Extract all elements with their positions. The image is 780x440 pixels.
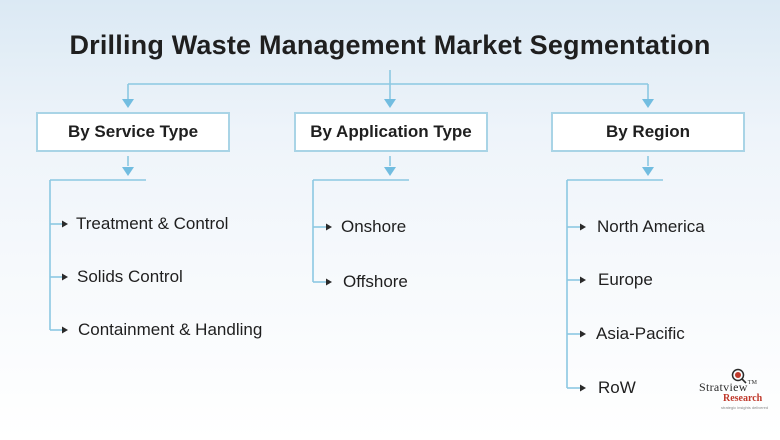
arrow-down-icon (642, 167, 654, 176)
arrow-down-icon (384, 99, 396, 108)
logo-tm: TM (747, 380, 758, 386)
arrow-down-icon (642, 99, 654, 108)
segment-item: Onshore (341, 217, 407, 236)
bullet-arrow-icon (580, 223, 586, 231)
bullet-arrow-icon (580, 384, 586, 392)
category-box-region: By Region (551, 112, 745, 152)
arrow-down-icon (122, 99, 134, 108)
logo-name-text: Stratview (699, 380, 748, 394)
segment-item: Treatment & Control (76, 214, 229, 233)
logo-subtitle: Research (723, 393, 763, 404)
logo-tagline: strategic insights delivered (721, 405, 769, 410)
bullet-arrow-icon (326, 278, 332, 286)
bullet-arrow-icon (580, 330, 586, 338)
segment-item: Solids Control (77, 267, 183, 286)
category-box-service-type: By Service Type (36, 112, 230, 152)
logo-name: StratviewTM (699, 380, 757, 395)
segment-item: Europe (598, 270, 653, 289)
bullet-arrow-icon (62, 220, 68, 228)
diagram-title: Drilling Waste Management Market Segment… (69, 30, 711, 60)
segment-item: Containment & Handling (78, 320, 263, 339)
stratview-logo: StratviewTM Research strategic insights … (697, 368, 777, 412)
segment-item: RoW (598, 378, 636, 397)
bullet-arrow-icon (326, 223, 332, 231)
segment-item: North America (597, 217, 705, 236)
category-box-application-type: By Application Type (294, 112, 488, 152)
segment-item: Offshore (343, 272, 408, 291)
magnifier-icon (731, 368, 747, 384)
bullet-arrow-icon (580, 276, 586, 284)
arrow-down-icon (122, 167, 134, 176)
arrow-down-icon (384, 167, 396, 176)
bullet-arrow-icon (62, 326, 68, 334)
bullet-arrow-icon (62, 273, 68, 281)
segment-item: Asia-Pacific (596, 324, 685, 343)
